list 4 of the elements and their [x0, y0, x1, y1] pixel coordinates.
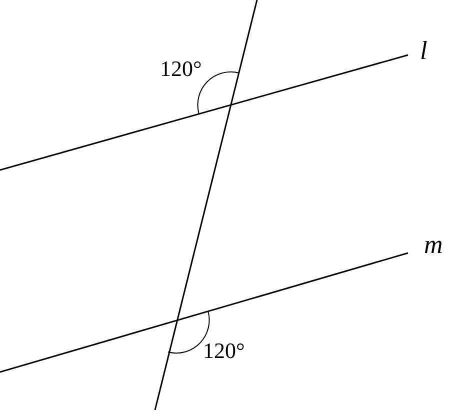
- line-label: m: [424, 232, 443, 258]
- angle-label: 120°: [160, 58, 202, 80]
- angle-label: 120°: [203, 340, 245, 362]
- line-label: l: [420, 38, 428, 64]
